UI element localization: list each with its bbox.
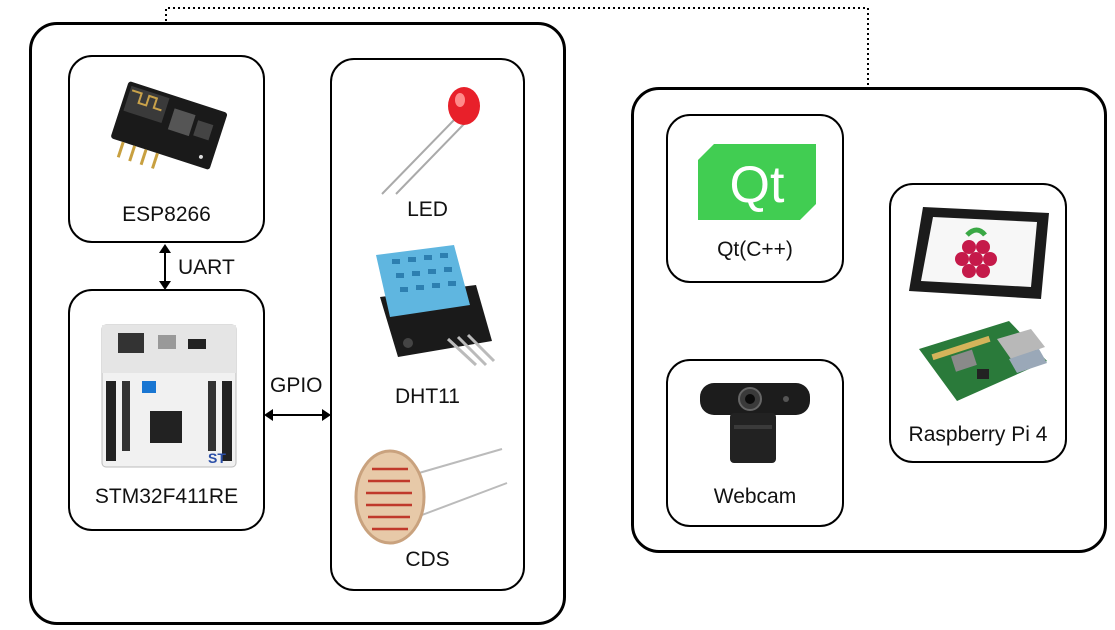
dht11-label: DHT11 <box>395 385 460 408</box>
gpio-label: GPIO <box>270 374 323 397</box>
esp8266-label: ESP8266 <box>122 203 211 226</box>
qt-logo-text: Qt <box>730 156 785 214</box>
qt-logo: Qt <box>698 144 816 220</box>
led-label: LED <box>407 198 448 221</box>
qt-box: Qt Qt(C++) <box>666 114 844 283</box>
uart-label: UART <box>178 256 235 279</box>
rpi-display-image <box>909 207 1049 299</box>
uart-arrow <box>159 244 171 290</box>
cds-image <box>354 448 508 545</box>
esp8266-box: ESP8266 <box>68 55 265 243</box>
led-image <box>381 87 480 195</box>
cds-label: CDS <box>405 548 450 571</box>
sensors-box: LED DHT11 CDS <box>330 58 525 591</box>
stm32-image: ST <box>101 324 237 468</box>
stm32-label: STM32F411RE <box>94 485 239 508</box>
dht11-image <box>376 245 496 367</box>
svg-text:ST: ST <box>208 450 226 466</box>
rpi-box: Raspberry Pi 4 <box>889 183 1067 463</box>
rpi-label: Raspberry Pi 4 <box>908 423 1048 446</box>
webcam-image <box>700 383 810 463</box>
stm32-box: ST STM32F411RE <box>68 289 265 531</box>
gpio-arrow <box>264 409 331 421</box>
webcam-box: Webcam <box>666 359 844 527</box>
webcam-label: Webcam <box>713 485 797 508</box>
esp8266-image <box>111 81 228 170</box>
qt-label: Qt(C++) <box>717 238 793 261</box>
rpi-board-image <box>919 321 1047 401</box>
